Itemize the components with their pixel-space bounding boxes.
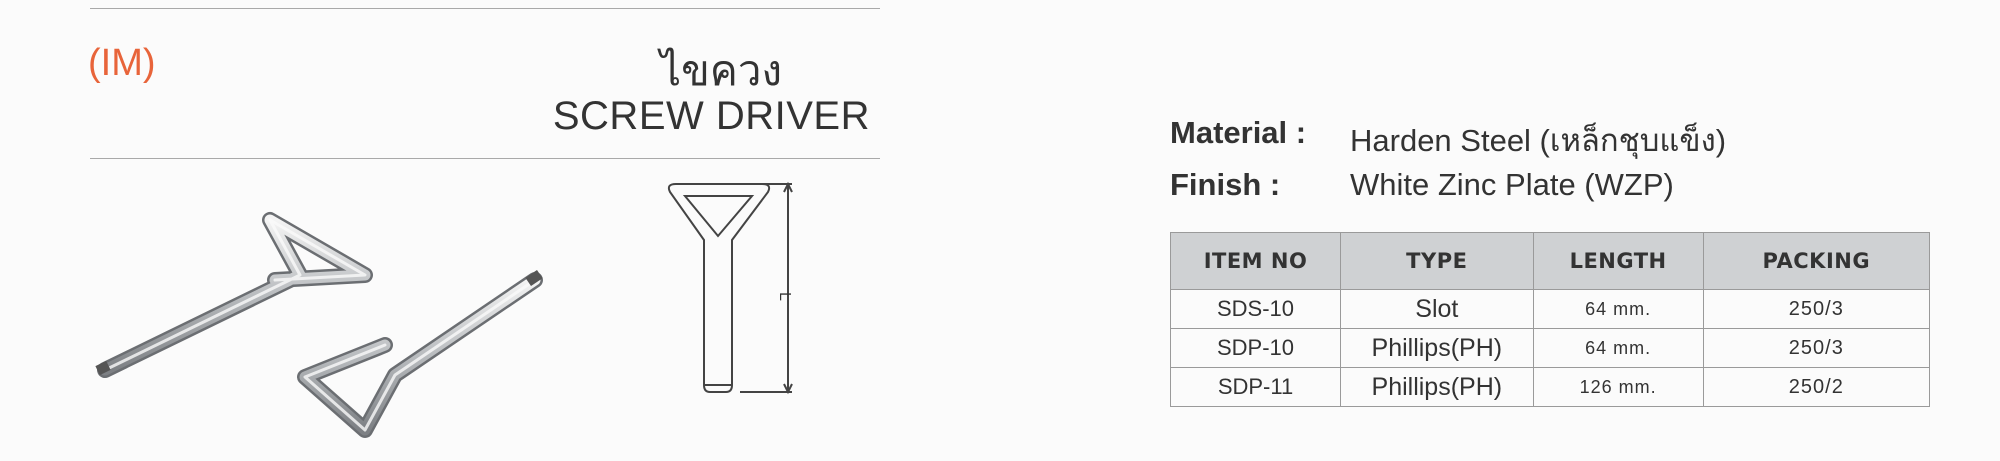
cell-type: Phillips(PH) [1340, 367, 1534, 407]
cell-type: Phillips(PH) [1340, 328, 1534, 368]
table-header-row: ITEM NO TYPE LENGTH PACKING [1169, 232, 1931, 290]
spec-material-value: Harden Steel (เหล็กชุบแข็ง) [1350, 123, 1727, 158]
cell-length: 64 mm. [1532, 289, 1704, 329]
product-code: (IM) [88, 42, 156, 84]
cell-type: Slot [1340, 289, 1534, 329]
cell-packing: 250/3 [1702, 328, 1931, 368]
spec-material-label: Material : [1170, 115, 1307, 150]
title-thai: ไขควง [659, 46, 782, 95]
cell-length: 64 mm. [1532, 328, 1704, 368]
spec-finish-value: White Zinc Plate (WZP) [1350, 167, 1674, 202]
cell-item-no: SDS-10 [1169, 289, 1342, 329]
table-row: SDP-11 Phillips(PH) 126 mm. 250/2 [1169, 367, 1931, 407]
col-type: TYPE [1340, 232, 1534, 290]
table-row: SDP-10 Phillips(PH) 64 mm. 250/3 [1169, 328, 1931, 368]
screwdriver-dimension-drawing: L [667, 181, 793, 395]
cell-item-no: SDP-11 [1169, 367, 1342, 407]
cell-item-no: SDP-10 [1169, 328, 1342, 368]
item-table: ITEM NO TYPE LENGTH PACKING SDS-10 Slot … [1169, 232, 1931, 407]
col-item-no: ITEM NO [1169, 232, 1342, 290]
col-length: LENGTH [1532, 232, 1704, 290]
cell-packing: 250/2 [1702, 367, 1931, 407]
top-divider [90, 8, 880, 9]
dimension-label: L [776, 292, 793, 301]
cell-packing: 250/3 [1702, 289, 1931, 329]
title-english: SCREW DRIVER [552, 94, 870, 138]
table-row: SDS-10 Slot 64 mm. 250/3 [1169, 289, 1931, 329]
header-divider [90, 158, 880, 159]
cell-length: 126 mm. [1532, 367, 1704, 407]
spec-finish-label: Finish : [1170, 167, 1281, 202]
screwdriver-photo [95, 212, 543, 438]
col-packing: PACKING [1702, 232, 1931, 290]
